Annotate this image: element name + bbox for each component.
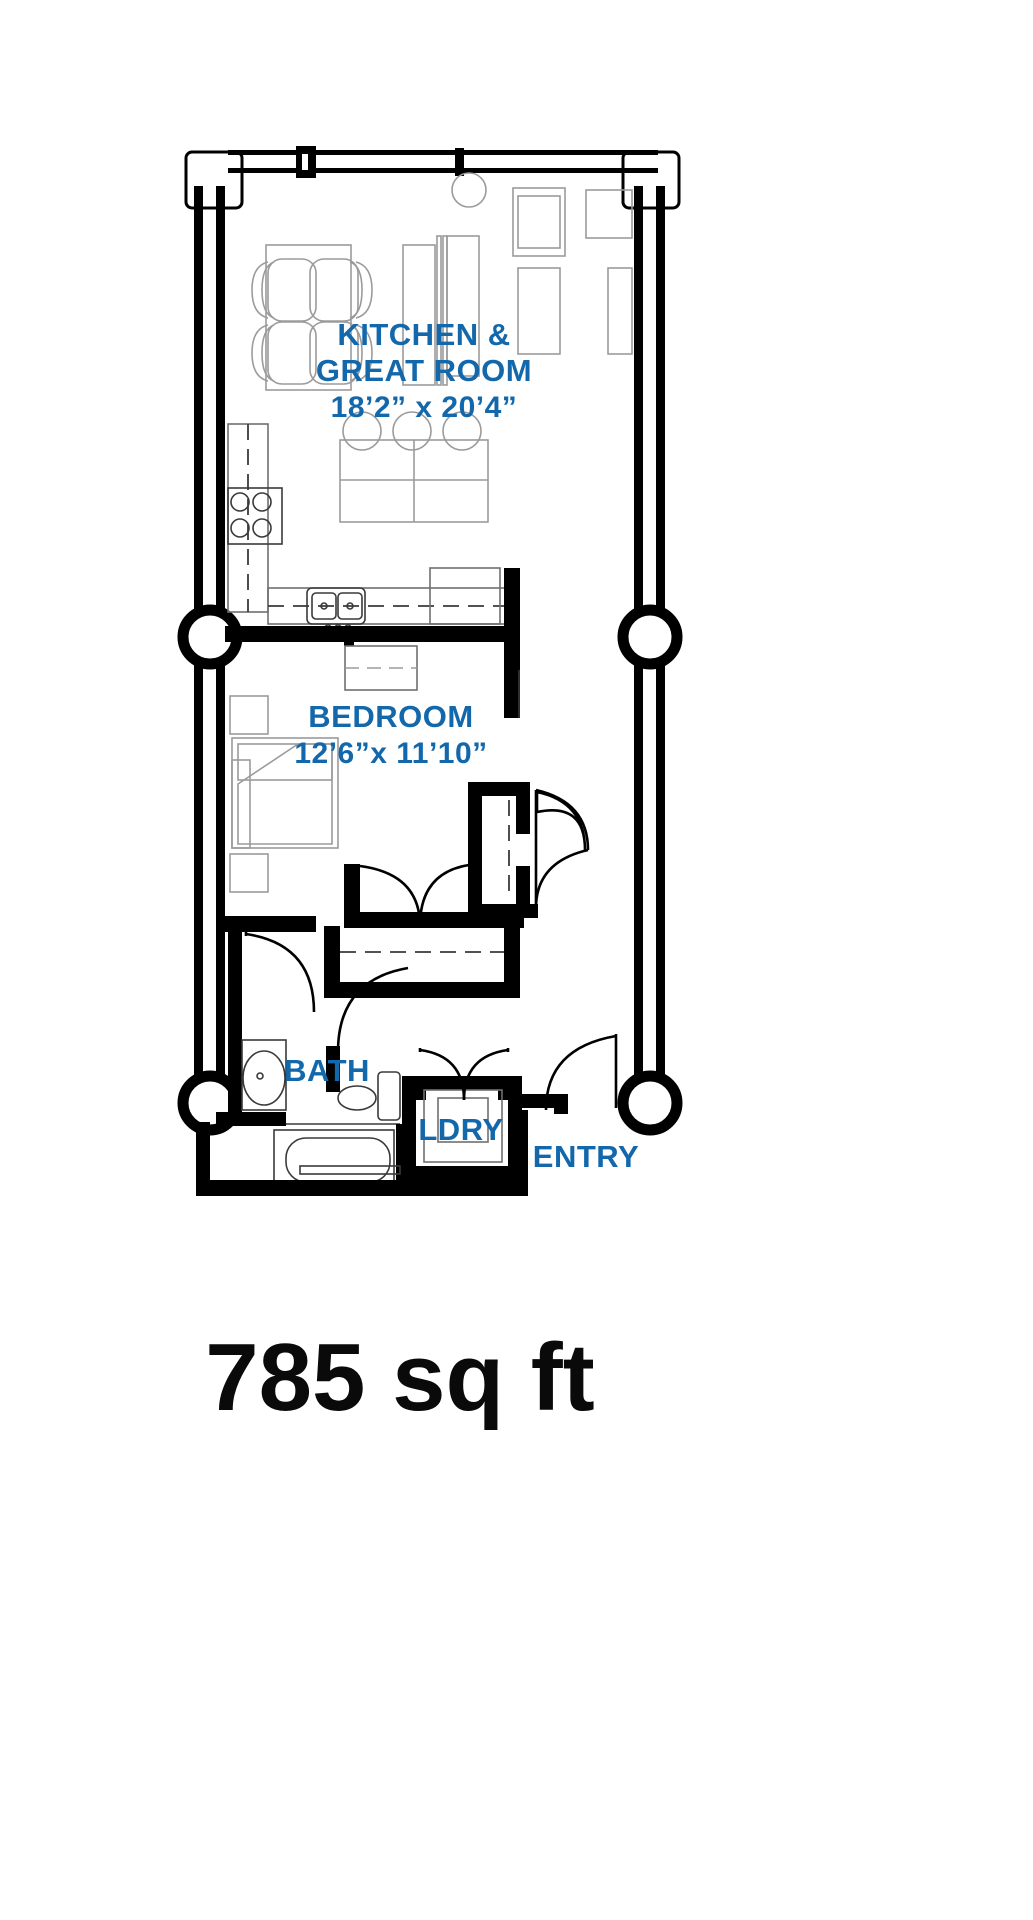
bath-counter-edge xyxy=(216,1112,400,1126)
media-console xyxy=(512,187,566,257)
column-top-right xyxy=(621,150,681,210)
room-label-bedroom: BEDROOM 12’6”x 11’10” xyxy=(294,699,487,770)
closet-walk-in xyxy=(468,782,590,918)
kitchen-label-line1: KITCHEN & xyxy=(337,317,510,352)
exterior-wall-right-lower xyxy=(634,660,665,1084)
hall-closet xyxy=(324,926,520,998)
coffee-table xyxy=(339,439,489,523)
room-label-entry: ENTRY xyxy=(533,1139,639,1174)
bedroom-dimensions: 12’6”x 11’10” xyxy=(294,737,487,770)
sofa-right xyxy=(517,267,633,355)
room-label-bath: BATH xyxy=(284,1053,370,1088)
queen-bed xyxy=(231,737,339,849)
column-top-left xyxy=(184,150,244,210)
laundry-label: LDRY xyxy=(418,1112,503,1147)
bedroom-label: BEDROOM xyxy=(308,699,473,734)
bar-stools xyxy=(342,411,482,451)
bath-label: BATH xyxy=(284,1053,370,1088)
exterior-wall-right xyxy=(634,186,665,628)
wall-kitchen-bedroom xyxy=(225,568,520,718)
exterior-wall-left-bottom xyxy=(196,1122,210,1194)
kitchen-counter-left-run xyxy=(227,423,283,613)
entry-label: ENTRY xyxy=(533,1139,639,1174)
bath-walls xyxy=(216,916,316,1116)
square-footage-label: 785 sq ft xyxy=(205,1324,594,1431)
dining-table-and-chairs xyxy=(251,244,373,391)
nightstand-top xyxy=(229,695,269,735)
side-table-round xyxy=(451,172,487,208)
exterior-wall-left xyxy=(194,186,225,638)
room-label-laundry: LDRY xyxy=(418,1112,503,1147)
toilet xyxy=(241,1039,287,1111)
nightstand-bottom xyxy=(229,853,269,893)
room-label-kitchen-great-room: KITCHEN & GREAT ROOM 18’2” x 20’4” xyxy=(316,317,532,424)
entry-door xyxy=(544,1034,618,1111)
exterior-wall-bottom xyxy=(196,1110,528,1196)
kitchen-label-line2: GREAT ROOM xyxy=(316,353,532,388)
exterior-wall-left-lower xyxy=(194,660,225,1092)
vanity-sink xyxy=(337,1071,401,1121)
laundry-bifold-doors xyxy=(418,1048,510,1101)
column-mid-right xyxy=(617,604,683,670)
pantry-cabinet xyxy=(344,645,418,691)
bedroom-double-door xyxy=(344,862,524,928)
entry-walls xyxy=(520,1094,568,1114)
kitchen-counter-bottom-run xyxy=(267,567,519,632)
kitchen-dimensions: 18’2” x 20’4” xyxy=(331,391,518,424)
armchair-upper xyxy=(585,189,633,239)
balcony-rail-group xyxy=(228,146,658,178)
bath-hall-door xyxy=(326,966,409,1092)
refrigerator xyxy=(402,235,480,386)
column-bottom-right xyxy=(617,1070,683,1136)
